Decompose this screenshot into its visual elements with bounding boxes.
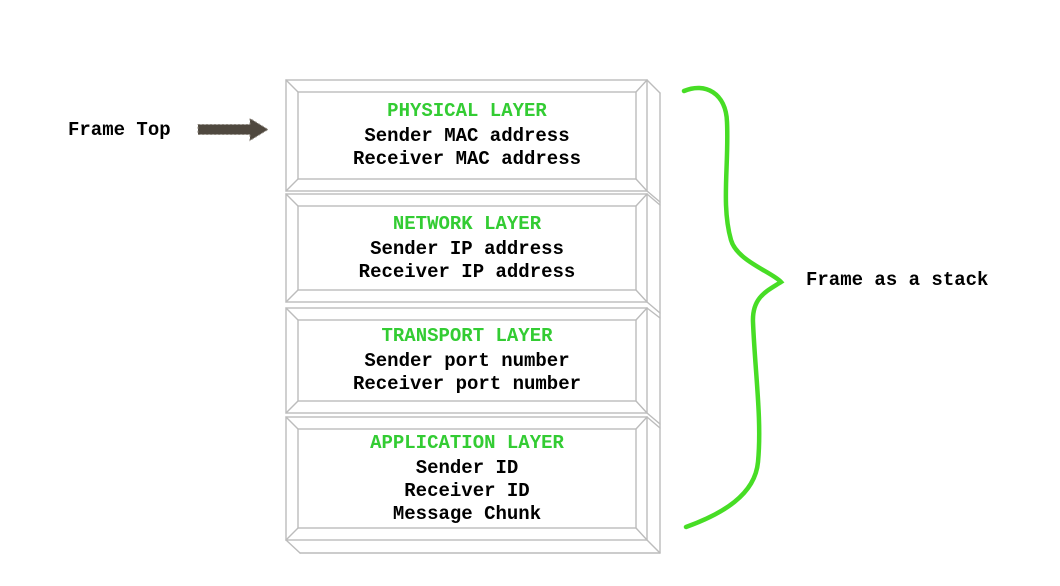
- transport-layer-title: TRANSPORT LAYER: [381, 325, 553, 347]
- network-layer-title: NETWORK LAYER: [392, 212, 542, 235]
- layer-detail-line: Receiver ID: [404, 479, 530, 502]
- layer-detail-line: Sender ID: [415, 456, 519, 479]
- network-layer-frame: [285, 193, 648, 303]
- layer-detail-line: Receiver port number: [352, 373, 582, 395]
- frame-top-arrow-icon: [197, 117, 269, 142]
- frame-as-stack-label: Frame as a stack: [806, 269, 989, 291]
- physical-layer-box: PHYSICAL LAYER Sender MAC address Receiv…: [298, 92, 636, 179]
- transport-layer-box: TRANSPORT LAYER Sender port number Recei…: [298, 320, 636, 401]
- stack-brace-icon: [681, 85, 785, 530]
- layer-detail-line: Sender MAC address: [364, 125, 570, 147]
- application-layer-frame: [285, 416, 648, 541]
- network-layer-box: NETWORK LAYER Sender IP address Receiver…: [298, 206, 636, 290]
- physical-layer-frame: [285, 79, 648, 192]
- frame-top-label: Frame Top: [68, 119, 171, 141]
- stack-depth-frame: [285, 79, 661, 554]
- application-layer-box: APPLICATION LAYER Sender ID Receiver ID …: [298, 429, 636, 528]
- layer-detail-line: Message Chunk: [392, 502, 542, 525]
- application-layer-title: APPLICATION LAYER: [370, 431, 564, 454]
- layer-detail-line: Receiver IP address: [358, 260, 576, 283]
- layer-detail-line: Receiver MAC address: [352, 148, 582, 170]
- layer-detail-line: Sender port number: [364, 350, 570, 372]
- layer-detail-line: Sender IP address: [370, 237, 564, 260]
- transport-layer-frame: [285, 307, 648, 414]
- physical-layer-title: PHYSICAL LAYER: [387, 100, 547, 122]
